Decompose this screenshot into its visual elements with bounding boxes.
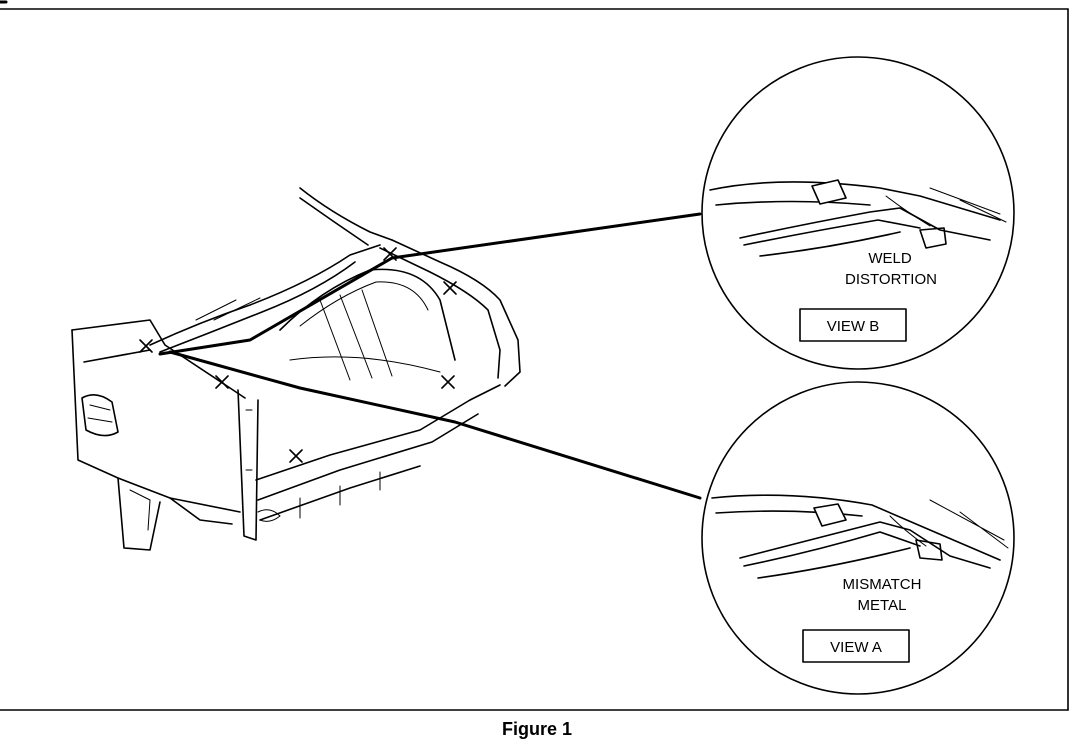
figure-frame — [0, 0, 1069, 711]
view-a-callout-line1: MISMATCH — [843, 576, 922, 593]
view-b-detail: WELD DISTORTION VIEW B — [701, 56, 1015, 370]
leader-line-view-a — [168, 350, 702, 500]
view-b-callout-line2: DISTORTION — [845, 271, 937, 288]
view-b-label: VIEW B — [827, 318, 880, 335]
figure-caption: Figure 1 — [502, 719, 572, 739]
view-b-label-box — [799, 308, 907, 342]
leader-line-view-b — [158, 212, 702, 356]
view-a-callout-line2: METAL — [858, 597, 907, 614]
view-a-label: VIEW A — [830, 639, 882, 656]
view-b-callout-line1: WELD — [868, 250, 912, 267]
view-a-panel-detail — [711, 494, 1009, 579]
view-a-label-box — [802, 629, 910, 663]
vehicle-rear-body-drawing — [71, 187, 521, 551]
view-a-detail: MISMATCH METAL VIEW A — [701, 381, 1015, 695]
view-b-panel-detail — [709, 179, 1007, 257]
